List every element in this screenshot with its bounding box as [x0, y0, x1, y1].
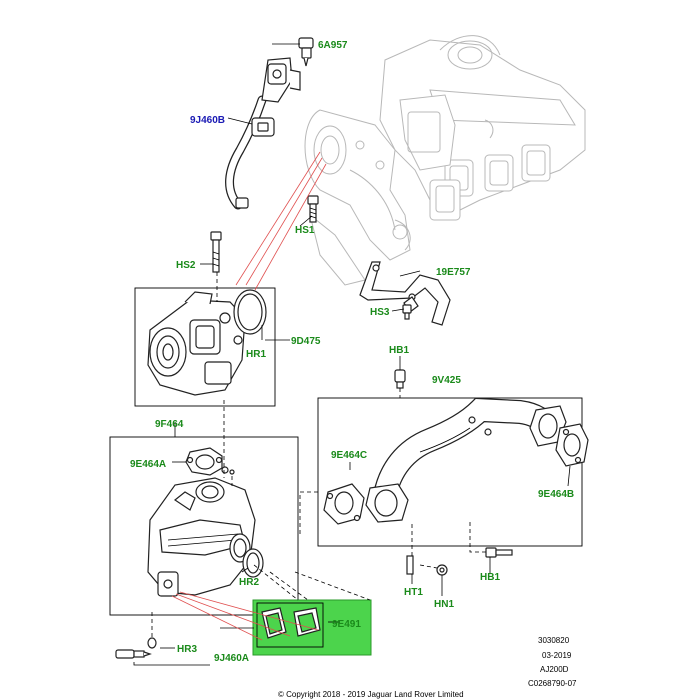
callout-9V425[interactable]: 9V425 [432, 375, 461, 386]
turbocharger-ghost-illustration [304, 35, 586, 286]
bolt-HB1-bottom [485, 547, 513, 558]
bolt-HB1-top [394, 369, 406, 389]
callout-9E464C[interactable]: 9E464C [331, 450, 367, 461]
callout-labels: 6A957 9J460B HS1 HS2 19E757 HS3 HR1 9D47… [130, 40, 574, 664]
reference-number: 3030820 [538, 636, 570, 645]
copyright-text: © Copyright 2018 - 2019 Jaguar Land Rove… [278, 690, 464, 699]
callout-HR2[interactable]: HR2 [239, 577, 259, 588]
callout-HB1-bottom[interactable]: HB1 [480, 572, 500, 583]
egr-cooler-9F464 [147, 466, 256, 597]
callout-HN1[interactable]: HN1 [434, 599, 454, 610]
exhaust-pipe-9V425 [365, 397, 567, 523]
frame-9D475 [134, 287, 276, 407]
callout-HT1[interactable]: HT1 [404, 587, 423, 598]
screw-HS1 [307, 195, 319, 223]
callout-9F464[interactable]: 9F464 [155, 419, 184, 430]
throttle-body-9D475 [147, 291, 246, 396]
reference-engine: AJ200D [540, 665, 569, 674]
callout-9E464B[interactable]: 9E464B [538, 489, 574, 500]
callout-19E757[interactable]: 19E757 [436, 267, 471, 278]
stud-HT1 [406, 555, 414, 575]
callout-HR3[interactable]: HR3 [177, 644, 197, 655]
callout-HS1[interactable]: HS1 [295, 225, 315, 236]
frame-9F464 [109, 436, 299, 616]
gasket-9E464C [323, 483, 365, 525]
callout-9E464A[interactable]: 9E464A [130, 459, 166, 470]
reference-block: 3030820 03-2019 AJ200D C0268790-07 © Cop… [278, 636, 577, 699]
vacuum-pipe-9J460B [225, 57, 301, 210]
callout-HB1-top[interactable]: HB1 [389, 345, 409, 356]
callout-9D475[interactable]: 9D475 [291, 336, 321, 347]
frame-9V425 [317, 397, 583, 547]
callout-6A957[interactable]: 6A957 [318, 40, 348, 51]
gasket-9E464A [185, 447, 223, 476]
screw-HS2 [210, 231, 222, 273]
sensor-9J460A [115, 649, 152, 659]
callout-HS2[interactable]: HS2 [176, 260, 196, 271]
callout-9J460B[interactable]: 9J460B [190, 115, 225, 126]
red-leader-lines [171, 151, 327, 641]
callout-HR1[interactable]: HR1 [246, 349, 266, 360]
callout-9E491[interactable]: 9E491 [332, 619, 361, 630]
sensor-6A957 [298, 37, 314, 67]
callout-9J460A[interactable]: 9J460A [214, 653, 249, 664]
nut-HN1 [436, 564, 448, 576]
leader-lines [133, 43, 571, 666]
o-ring-HR1 [233, 289, 267, 335]
o-ring-HR3 [147, 637, 157, 649]
screw-HS3 [402, 304, 412, 320]
reference-date: 03-2019 [542, 651, 572, 660]
callout-HS3[interactable]: HS3 [370, 307, 390, 318]
gasket-9E464B [555, 423, 589, 467]
reference-code: C0268790-07 [528, 679, 577, 688]
assembly-dashed-lines [151, 272, 486, 638]
o-ring-HR2 [242, 548, 264, 578]
